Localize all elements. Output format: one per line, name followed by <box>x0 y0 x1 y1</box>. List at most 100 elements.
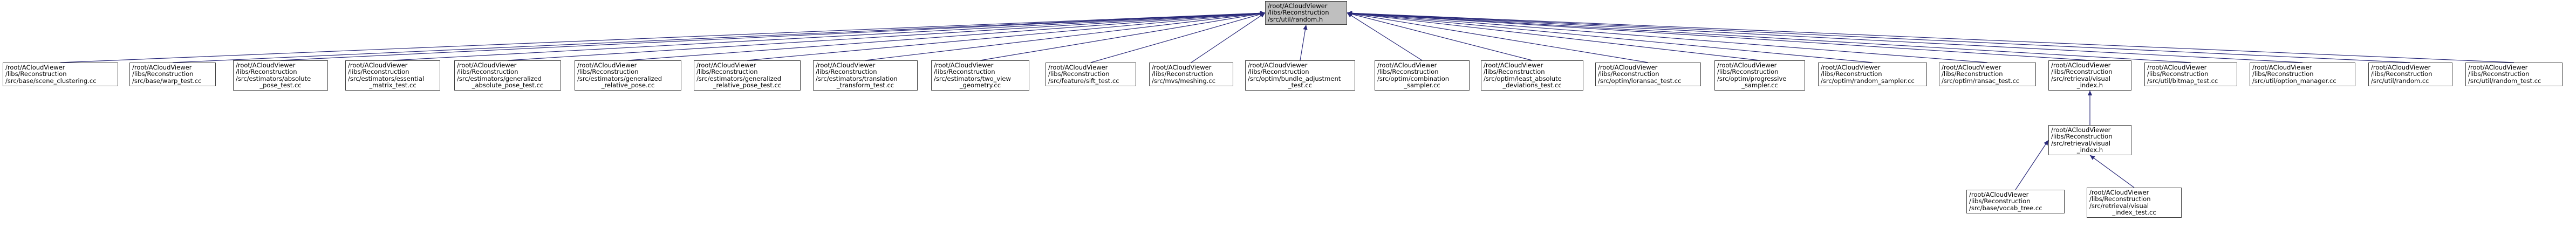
graph-node-line: _absolute_pose_test.cc <box>472 81 544 89</box>
graph-node-line: /src/estimators/generalized <box>577 74 662 82</box>
graph-edge-arrowhead <box>2087 91 2093 95</box>
graph-node[interactable]: /root/ACloudViewer/libs/Reconstruction/s… <box>1966 190 2065 213</box>
graph-node-line: /libs/Reconstruction <box>1377 68 1439 76</box>
graph-edge-arrowhead <box>1260 11 1265 16</box>
graph-edge <box>1090 12 1266 63</box>
graph-node[interactable]: /root/ACloudViewer/libs/Reconstruction/s… <box>1818 63 1927 86</box>
graph-node[interactable]: /root/ACloudViewer/libs/Reconstruction/s… <box>575 60 681 91</box>
graph-edge-arrowhead <box>1347 12 1352 17</box>
graph-node-line: /root/ACloudViewer <box>696 61 756 69</box>
graph-edge-arrowhead <box>1260 11 1265 16</box>
graph-edge <box>1347 12 1423 61</box>
graph-node[interactable]: /root/ACloudViewer/libs/Reconstruction/s… <box>1046 63 1136 86</box>
graph-node-line: /root/ACloudViewer <box>1484 61 1543 69</box>
graph-node-line: /libs/Reconstruction <box>1248 68 1309 76</box>
graph-node[interactable]: /root/ACloudViewer/libs/Reconstruction/s… <box>931 60 1029 91</box>
graph-node[interactable]: /root/ACloudViewer/libs/Reconstruction/s… <box>1595 63 1701 86</box>
graph-node-line: /libs/Reconstruction <box>457 68 518 76</box>
graph-node[interactable]: /root/ACloudViewer/libs/Reconstruction/s… <box>2250 63 2355 86</box>
graph-node[interactable]: /root/ACloudViewer/libs/Reconstruction/s… <box>2048 125 2131 155</box>
graph-node[interactable]: /root/ACloudViewer/libs/Reconstruction/s… <box>129 63 216 86</box>
graph-node-line: /src/retrieval/visual <box>2051 139 2111 147</box>
graph-node-line: /libs/Reconstruction <box>132 70 194 78</box>
graph-node-line: _relative_pose_test.cc <box>713 81 782 89</box>
graph-node-line: _transform_test.cc <box>836 81 894 89</box>
graph-node-line: /libs/Reconstruction <box>236 68 297 76</box>
graph-node-line: /libs/Reconstruction <box>5 70 67 78</box>
graph-node-line: /src/optim/ransac_test.cc <box>1942 77 2020 85</box>
graph-edge <box>1347 12 2411 63</box>
graph-node-line: /root/ACloudViewer <box>457 61 517 69</box>
graph-node-line: /libs/Reconstruction <box>1821 70 1882 78</box>
graph-edge-arrowhead <box>2090 155 2095 160</box>
graph-edge-arrowhead <box>1260 11 1265 16</box>
graph-node-line: /src/optim/least_absolute <box>1484 74 1562 82</box>
graph-node-line: /libs/Reconstruction <box>2089 195 2151 203</box>
graph-node[interactable]: /root/ACloudViewer/libs/Reconstruction/s… <box>233 60 328 91</box>
graph-node[interactable]: /root/ACloudViewer/libs/Reconstruction/s… <box>694 60 801 91</box>
graph-node[interactable]: /root/ACloudViewer/libs/Reconstruction/s… <box>1245 60 1355 91</box>
graph-edge <box>865 12 1266 61</box>
graph-node-line: /src/optim/combination <box>1377 74 1450 82</box>
graph-node[interactable]: /root/ACloudViewer/libs/Reconstruction/s… <box>345 60 440 91</box>
graph-node-line: /src/estimators/essential <box>348 74 425 82</box>
graph-edge <box>1347 12 2090 61</box>
graph-node-line: /src/base/warp_test.cc <box>132 77 202 85</box>
graph-node-line: _index.h <box>2076 81 2103 89</box>
graph-edge <box>627 12 1266 61</box>
graph-node-line: /libs/Reconstruction <box>2051 133 2113 141</box>
graph-node-root[interactable]: /root/ACloudViewer/libs/Reconstruction/s… <box>1265 1 1347 25</box>
graph-node-line: /root/ACloudViewer <box>1048 64 1108 71</box>
graph-node-line: /src/feature/sift_test.cc <box>1048 77 1119 85</box>
graph-edge-arrowhead <box>1347 11 1352 16</box>
graph-node-line: /root/ACloudViewer <box>2051 126 2111 134</box>
graph-edge-arrowhead <box>1347 11 1352 16</box>
graph-edge-arrowhead <box>1260 11 1265 16</box>
graph-node-line: /root/ACloudViewer <box>348 61 408 69</box>
graph-edge <box>1300 24 1307 61</box>
graph-node[interactable]: /root/ACloudViewer/libs/Reconstruction/s… <box>2144 63 2237 86</box>
graph-node-line: /src/estimators/generalized <box>696 74 782 82</box>
graph-node-line: /root/ACloudViewer <box>1717 61 1777 69</box>
graph-edge-arrowhead <box>1347 11 1352 16</box>
graph-edge <box>1347 12 1649 63</box>
graph-edge <box>1347 12 2303 63</box>
graph-node-line: /src/util/option_manager.cc <box>2252 77 2336 85</box>
graph-node[interactable]: /root/ACloudViewer/libs/Reconstruction/s… <box>454 60 561 91</box>
graph-edge-arrowhead <box>1303 25 1308 30</box>
graph-edge-arrowhead <box>1260 11 1265 16</box>
graph-edge-arrowhead <box>1260 11 1265 16</box>
graph-node-line: /root/ACloudViewer <box>1821 64 1881 71</box>
graph-node[interactable]: /root/ACloudViewer/libs/Reconstruction/s… <box>1939 63 2036 86</box>
graph-node-line: _sampler.cc <box>1741 81 1778 89</box>
graph-node-line: /root/ACloudViewer <box>5 64 65 71</box>
graph-node-line: /src/optim/random_sampler.cc <box>1821 77 1915 85</box>
graph-node[interactable]: /root/ACloudViewer/libs/Reconstruction/s… <box>2087 188 2182 218</box>
graph-node[interactable]: /root/ACloudViewer/libs/Reconstruction/s… <box>813 60 918 91</box>
graph-node[interactable]: /root/ACloudViewer/libs/Reconstruction/s… <box>2465 63 2563 86</box>
graph-node[interactable]: /root/ACloudViewer/libs/Reconstruction/s… <box>1375 60 1470 91</box>
graph-node[interactable]: /root/ACloudViewer/libs/Reconstruction/s… <box>1149 63 1233 86</box>
graph-node-line: /src/optim/loransac_test.cc <box>1598 77 1682 85</box>
graph-node-line: /src/util/random.h <box>1268 15 1323 23</box>
graph-node[interactable]: /root/ACloudViewer/libs/Reconstruction/s… <box>2048 60 2131 91</box>
graph-edge <box>1347 12 1533 61</box>
graph-edge <box>1347 12 1760 61</box>
graph-node-line: /libs/Reconstruction <box>1942 70 2003 78</box>
graph-node-line: /root/ACloudViewer <box>2147 64 2207 71</box>
graph-node[interactable]: /root/ACloudViewer/libs/Reconstruction/s… <box>2368 63 2452 86</box>
graph-node-line: /src/util/random.cc <box>2371 77 2429 85</box>
graph-node-line: /root/ACloudViewer <box>1969 191 2029 198</box>
graph-node[interactable]: /root/ACloudViewer/libs/Reconstruction/s… <box>1481 60 1583 91</box>
graph-node-line: /libs/Reconstruction <box>2051 68 2113 76</box>
graph-node-line: /src/retrieval/visual <box>2051 74 2111 82</box>
graph-node[interactable]: /root/ACloudViewer/libs/Reconstruction/s… <box>3 63 118 86</box>
graph-edge <box>747 12 1266 61</box>
graph-node-line: /root/ACloudViewer <box>577 61 637 69</box>
graph-node-line: /libs/Reconstruction <box>934 68 995 76</box>
graph-node-line: /root/ACloudViewer <box>2089 189 2149 196</box>
graph-edge-arrowhead <box>1260 11 1265 16</box>
graph-node[interactable]: /root/ACloudViewer/libs/Reconstruction/s… <box>1714 60 1805 91</box>
